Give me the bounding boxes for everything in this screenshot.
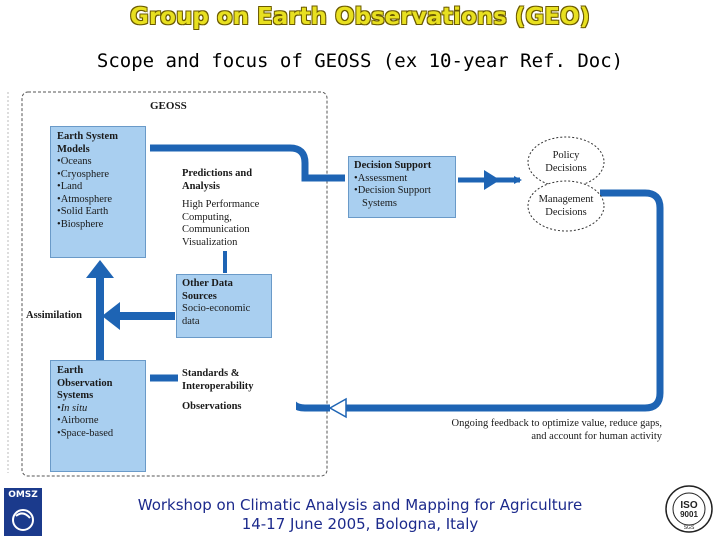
eos-title-line: Earth xyxy=(57,365,84,376)
socio-line-1: Socio-economic xyxy=(182,303,251,314)
socio-line-2: data xyxy=(182,315,200,327)
esm-item: Atmosphere xyxy=(57,194,139,207)
policy-line: Decisions xyxy=(545,162,587,174)
footer: Workshop on Climatic Analysis and Mappin… xyxy=(0,496,720,534)
geoss-diagram: GEOSS Earth System Models Oceans Cryosph… xyxy=(0,88,720,480)
decision-support-title: Decision Support xyxy=(354,160,432,171)
other-data-line: Sources xyxy=(182,290,217,302)
hpc-line: Communication xyxy=(182,224,250,235)
management-decisions-label: Management Decisions xyxy=(530,194,602,219)
to-decision-arrowhead xyxy=(484,170,500,190)
esm-item: Oceans xyxy=(57,156,139,169)
esm-item: Cryosphere xyxy=(57,169,139,182)
feedback-text: Ongoing feedback to optimize value, redu… xyxy=(352,418,662,443)
management-decisions-ellipse xyxy=(527,180,605,232)
decision-support-box: Decision Support Assessment Decision Sup… xyxy=(348,156,456,218)
standards-box: Standards & Interoperability Observation… xyxy=(178,366,296,416)
footer-line-1: Workshop on Climatic Analysis and Mappin… xyxy=(137,496,583,514)
footer-line-2: 14-17 June 2005, Bologna, Italy xyxy=(241,515,479,533)
page-title: Group on Earth Observations (GEO) xyxy=(129,4,591,30)
flow-arrow-right-loop xyxy=(345,189,664,412)
esm-item: Solid Earth xyxy=(57,206,139,219)
feedback-line-1: Ongoing feedback to optimize value, redu… xyxy=(451,418,662,429)
ds-item: Systems xyxy=(362,197,398,209)
earth-observation-systems-box: Earth Observation Systems In situ Airbor… xyxy=(50,360,146,472)
page-subtitle: Scope and focus of GEOSS (ex 10-year Ref… xyxy=(96,50,624,72)
assimilation-label: Assimilation xyxy=(26,310,83,323)
predictions-title-2: Analysis xyxy=(182,180,220,192)
predictions-title-1: Predictions and xyxy=(182,168,253,179)
other-data-box: Other Data Sources Socio-economic data xyxy=(176,274,272,338)
standards-line-2: Interoperability xyxy=(182,380,254,392)
eos-item: In situ xyxy=(57,403,139,416)
eos-item: Space-based xyxy=(57,428,139,441)
esm-title-1: Earth System xyxy=(57,131,118,142)
esm-title-2: Models xyxy=(57,143,90,155)
policy-line: Policy xyxy=(552,150,580,161)
eos-title-line: Observation xyxy=(57,377,113,389)
diagram-graphics xyxy=(7,91,664,477)
predictions-box: Predictions and Analysis High Performanc… xyxy=(178,166,298,251)
other-data-line: Other Data xyxy=(182,278,233,289)
standards-line-1: Standards & xyxy=(182,368,240,379)
iso-9001-seal-icon: ISO 9001 SGS xyxy=(664,484,714,534)
observations-label: Observations xyxy=(182,401,242,412)
iso-number: 9001 xyxy=(680,510,698,519)
feedback-line-2: and account for human activity xyxy=(531,430,662,442)
management-line: Decisions xyxy=(545,206,587,218)
ds-item: Decision Support xyxy=(354,185,450,198)
flow-arrow-top xyxy=(150,144,345,182)
hpc-line: High Performance xyxy=(182,199,260,210)
omsz-logo-icon xyxy=(4,488,42,536)
eos-title-line: Systems xyxy=(57,390,94,401)
other-data-arrowhead xyxy=(102,302,120,330)
hpc-line: Visualization xyxy=(182,236,238,248)
assimilation-arrowhead xyxy=(86,260,114,278)
earth-system-models-box: Earth System Models Oceans Cryosphere La… xyxy=(50,126,146,258)
iso-cert: SGS xyxy=(684,525,695,531)
eos-item: Airborne xyxy=(57,415,139,428)
geoss-frame xyxy=(21,91,328,477)
geoss-label: GEOSS xyxy=(150,100,187,113)
feedback-arrowhead xyxy=(328,397,347,419)
omsz-logo-text: OMSZ xyxy=(8,490,38,500)
hpc-line: Computing, xyxy=(182,211,232,223)
management-line: Management xyxy=(538,194,594,205)
policy-decisions-label: Policy Decisions xyxy=(530,150,602,175)
esm-item: Biosphere xyxy=(57,219,139,232)
esm-item: Land xyxy=(57,181,139,194)
ds-item: Assessment xyxy=(354,173,450,186)
iso-label: ISO xyxy=(680,500,697,511)
